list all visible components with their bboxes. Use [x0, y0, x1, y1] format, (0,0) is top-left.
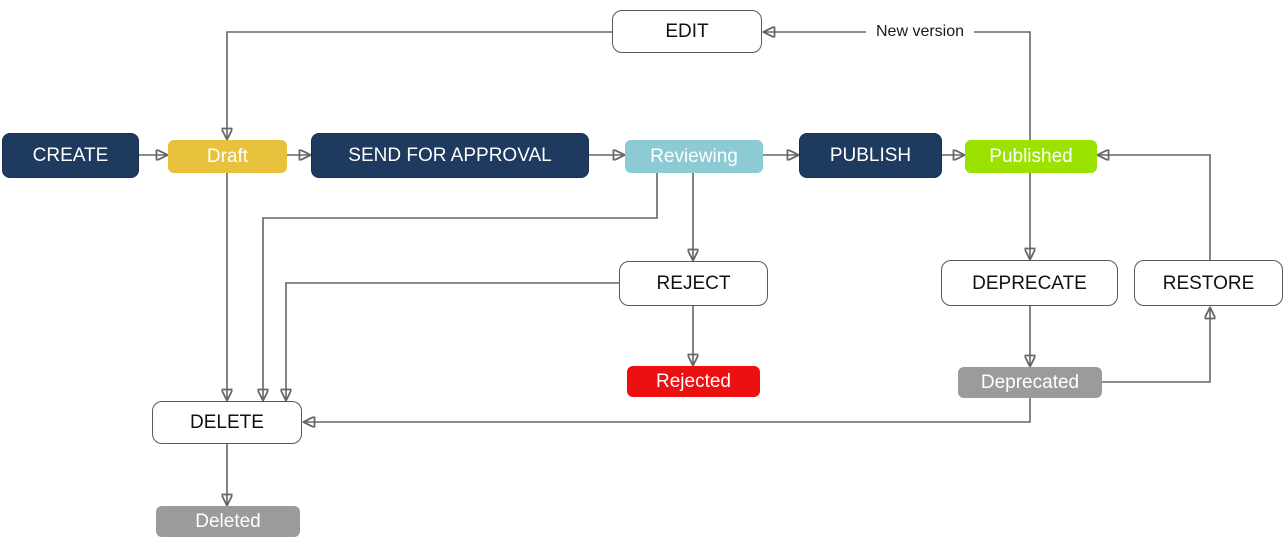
state-reviewing: Reviewing	[625, 140, 763, 173]
edge-deprecated-restore	[1102, 309, 1210, 383]
edge-reject-delete	[286, 282, 619, 399]
state-rejected: Rejected	[627, 366, 760, 397]
action-deprecate: DEPRECATE	[941, 260, 1118, 306]
action-create: CREATE	[2, 133, 139, 178]
state-deleted: Deleted	[156, 506, 300, 537]
state-draft: Draft	[168, 140, 287, 173]
action-reject: REJECT	[619, 261, 768, 306]
action-edit: EDIT	[612, 10, 762, 53]
edge-published-edit	[765, 32, 1031, 140]
edge-restore-published	[1099, 155, 1211, 260]
state-published: Published	[965, 140, 1097, 173]
action-publish: PUBLISH	[799, 133, 942, 178]
action-send-for-approval: SEND FOR APPROVAL	[311, 133, 589, 178]
edge-edit-draft	[227, 31, 612, 138]
edge-reviewing-delete	[263, 173, 658, 399]
edge-deprecated-delete	[305, 398, 1031, 422]
edge-label-new-version: New version	[866, 22, 975, 42]
state-deprecated: Deprecated	[958, 367, 1102, 398]
action-delete: DELETE	[152, 401, 302, 444]
action-restore: RESTORE	[1134, 260, 1283, 306]
